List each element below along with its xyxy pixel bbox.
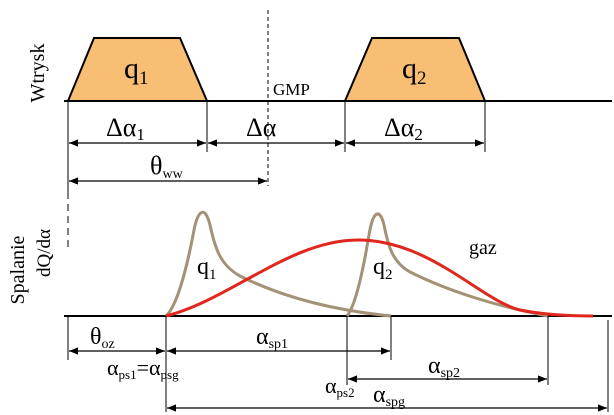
heat-release-curve-gas	[165, 238, 594, 318]
theta-ww-label: θww	[150, 151, 184, 182]
heat-release-curve-q1	[164, 211, 392, 318]
gmp-label: GMP	[273, 80, 310, 99]
theta-oz-label: θoz	[90, 324, 115, 352]
q1-pulse-label: q1	[124, 52, 149, 89]
q2-curve-label: q2	[373, 254, 393, 283]
q2-pulse-label: q2	[402, 52, 427, 89]
heat-release-curve-q2	[345, 212, 549, 318]
alpha-sp2-label: αsp2	[428, 353, 460, 381]
injection-pulse-q1	[66, 37, 209, 102]
wtrysk-label: Wtrysk	[27, 44, 49, 103]
alpha-spg-label: αspg	[373, 382, 405, 410]
d-alpha2-label: Δα2	[384, 113, 423, 144]
d-alpha1-label: Δα1	[106, 113, 145, 144]
d-alpha-label: Δα	[246, 113, 277, 142]
q1-curve-label: q1	[197, 254, 217, 283]
alpha-sp1-label: αsp1	[256, 324, 288, 352]
alpha-ps2-label: αps2	[325, 373, 355, 400]
spalanie-label: Spalanie	[7, 235, 29, 304]
alpha-ps1-psg-label: αps1=αpsg	[107, 355, 179, 382]
injection-pulse-q2	[343, 37, 487, 102]
dq-dalpha-label: dQ/dα	[34, 229, 55, 277]
gaz-label: gaz	[469, 237, 497, 259]
